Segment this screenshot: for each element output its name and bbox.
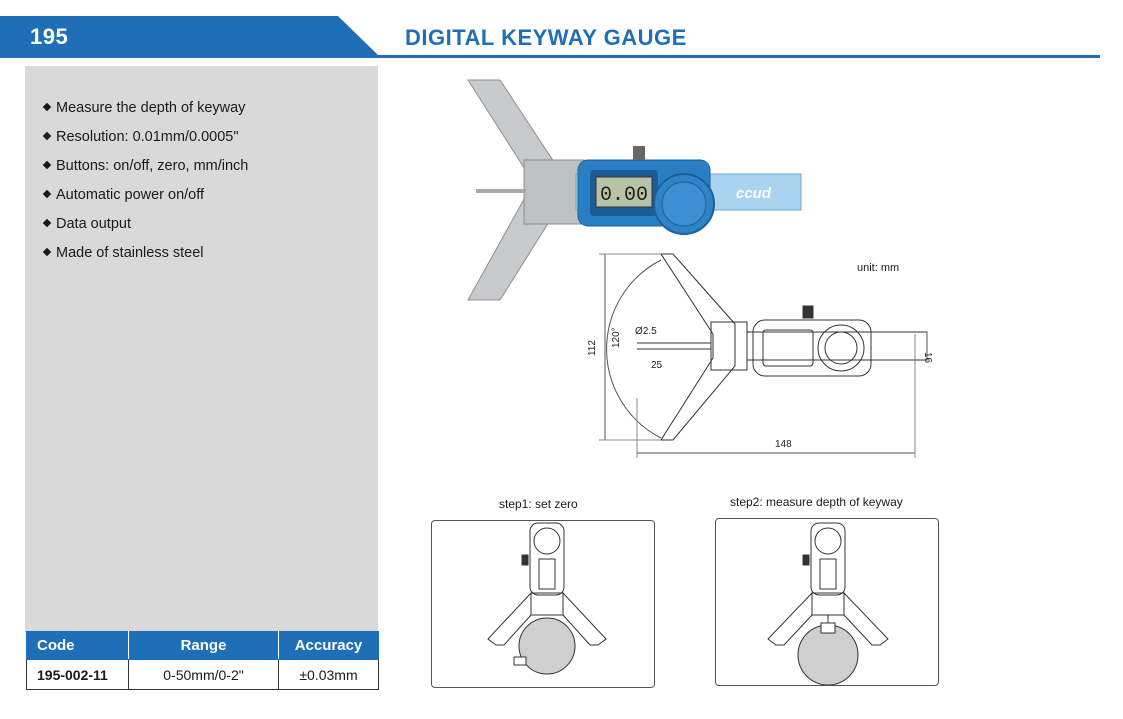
display-reading: 0.00 [600, 184, 648, 207]
spec-table: Code Range Accuracy 195-002-11 0-50mm/0-… [26, 631, 379, 690]
product-title: DIGITAL KEYWAY GAUGE [405, 25, 687, 50]
dim-length: 148 [775, 439, 792, 450]
step1-diagram [487, 522, 607, 675]
spec-header-row: Code Range Accuracy [26, 631, 379, 660]
step1-figure [431, 520, 655, 688]
dim-angle: 120° [611, 327, 622, 348]
header-rule [0, 55, 1100, 58]
cell-accuracy: ±0.03mm [278, 659, 379, 690]
dim-pin-len: 25 [651, 360, 663, 371]
cell-code: 195-002-11 [26, 659, 129, 690]
step1-label: step1: set zero [499, 497, 578, 511]
feature-item: Measure the depth of keyway [42, 98, 248, 127]
feature-item: Resolution: 0.01mm/0.0005" [42, 127, 248, 156]
header-tab-shape [0, 16, 378, 55]
col-header-code: Code [26, 631, 129, 660]
feature-item: Buttons: on/off, zero, mm/inch [42, 156, 248, 185]
diamond-bullet-icon [42, 131, 52, 141]
product-code: 195 [30, 24, 69, 49]
diamond-bullet-icon [42, 247, 52, 257]
col-header-accuracy: Accuracy [278, 631, 379, 660]
diamond-bullet-icon [42, 189, 52, 199]
table-row: 195-002-11 0-50mm/0-2" ±0.03mm [26, 659, 379, 690]
technical-drawing: 120° 112 Ø2.5 25 148 16 [587, 253, 933, 458]
dim-height: 112 [587, 340, 598, 356]
feature-list: Measure the depth of keyway Resolution: … [42, 98, 248, 272]
step2-figure [715, 518, 939, 686]
step2-diagram [767, 522, 889, 685]
col-header-range: Range [128, 631, 279, 660]
feature-item: Made of stainless steel [42, 243, 248, 272]
feature-panel [25, 66, 378, 632]
dim-bar: 16 [922, 352, 933, 364]
brand-logo: ccud [736, 185, 772, 202]
product-photo: 0.00 ccud [467, 79, 802, 301]
diamond-bullet-icon [42, 218, 52, 228]
feature-item: Automatic power on/off [42, 185, 248, 214]
diamond-bullet-icon [42, 102, 52, 112]
feature-item: Data output [42, 214, 248, 243]
header-code-tab [0, 14, 378, 58]
cell-range: 0-50mm/0-2" [128, 659, 279, 690]
unit-label: unit: mm [857, 262, 900, 274]
dim-pin-dia: Ø2.5 [635, 326, 657, 337]
step2-label: step2: measure depth of keyway [730, 495, 903, 509]
diamond-bullet-icon [42, 160, 52, 170]
